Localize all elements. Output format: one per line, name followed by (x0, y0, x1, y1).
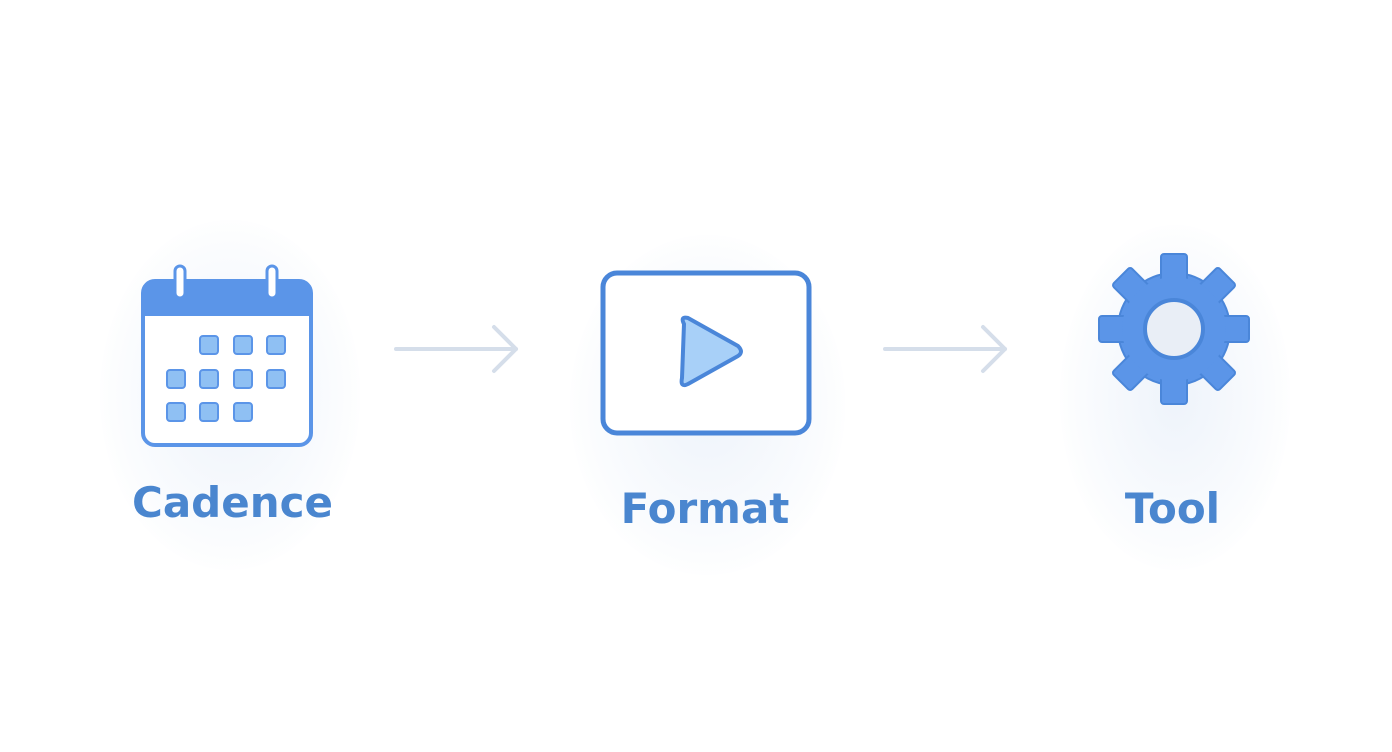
gear-icon (1098, 253, 1250, 405)
step-label-tool: Tool (1124, 484, 1221, 533)
play-icon (600, 270, 812, 436)
step-label-format: Format (620, 484, 790, 533)
step-label-cadence: Cadence (132, 478, 333, 527)
arrow-right-icon (883, 325, 1007, 373)
arrow-right-icon (394, 325, 518, 373)
calendar-icon (141, 264, 313, 447)
